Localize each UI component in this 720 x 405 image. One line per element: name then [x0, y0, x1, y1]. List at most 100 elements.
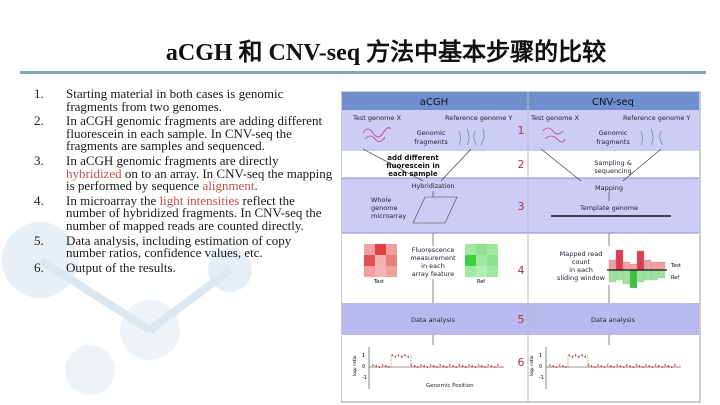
test-read-bar — [657, 261, 666, 271]
y-tick-label: -1 — [539, 375, 544, 381]
data-point — [635, 364, 638, 366]
data-point — [465, 366, 467, 368]
data-point — [549, 364, 551, 366]
ref-read-bar — [629, 269, 638, 289]
text-fragment: reflect the number of hybridized fragmen… — [66, 192, 322, 233]
label-microarray: microarray — [371, 212, 406, 220]
col-cnvseq: CNV-seq — [592, 97, 634, 108]
data-point — [562, 365, 564, 367]
label-mapped-read: count — [572, 258, 591, 266]
test-read-bar — [650, 261, 659, 271]
label-hybridization: Hybridization — [411, 182, 454, 190]
highlighted-term: alignment — [202, 178, 255, 194]
data-point — [645, 364, 647, 366]
data-point — [372, 364, 374, 366]
data-point — [610, 365, 612, 367]
text-fragment: Starting material in both cases is genom… — [66, 86, 284, 114]
label-fluorescence: Fluorescence — [412, 246, 455, 254]
data-point — [397, 354, 400, 356]
list-text: Output of the results. — [66, 261, 176, 275]
data-point — [407, 356, 409, 358]
data-point — [455, 366, 457, 368]
label-test: Test — [373, 279, 384, 285]
label-genomic-fragments: fragments — [414, 138, 448, 146]
data-point — [632, 366, 634, 368]
step-number: 2 — [518, 158, 525, 171]
data-point — [497, 364, 499, 366]
data-point — [629, 365, 631, 367]
list-number: 6. — [34, 259, 44, 275]
data-point — [394, 356, 397, 358]
test-read-bar — [636, 250, 645, 271]
label-sampling: sequencing — [594, 167, 631, 175]
label-ref-genome: Reference genome Y — [445, 114, 512, 122]
text-fragment: In aCGH genomic fragments are directly — [66, 152, 279, 168]
list-number: 4. — [34, 192, 44, 208]
header-band — [342, 92, 699, 110]
label-genomic-position: Genomic Position — [426, 383, 474, 389]
data-point — [667, 365, 670, 367]
label-fluorescence: measurement — [410, 254, 456, 262]
data-point — [452, 365, 454, 367]
data-point — [429, 364, 432, 366]
data-point — [584, 356, 586, 358]
ref-read-bar — [622, 269, 631, 285]
data-point — [449, 364, 451, 366]
text-fragment: Data analysis, including estimation of c… — [66, 232, 292, 261]
y-tick-label: -1 — [362, 375, 367, 381]
label-data-analysis: Data analysis — [411, 316, 456, 324]
data-point — [578, 356, 580, 358]
label-ref-genome: Reference genome Y — [623, 114, 690, 122]
list-number: 2. — [34, 113, 44, 129]
test-read-bar — [622, 261, 631, 271]
data-point — [481, 365, 483, 367]
y-tick-label: 1 — [539, 353, 542, 359]
data-point — [490, 365, 493, 367]
data-point — [433, 365, 435, 367]
data-point — [616, 364, 618, 366]
label-test-genome: Test genome X — [352, 114, 401, 122]
label-ref: Ref — [671, 275, 679, 281]
label-microarray: Whole — [371, 196, 391, 204]
acgh-vs-cnvseq-diagram: aCGH CNV-seq 1 2 3 4 5 6 Test genome X R… — [341, 91, 701, 403]
ref-read-bar — [650, 269, 659, 281]
data-point — [619, 365, 622, 367]
test-read-bar — [608, 259, 617, 271]
step-number: 3 — [518, 200, 525, 213]
y-tick-label: 0 — [362, 364, 365, 370]
label-ref: Ref — [477, 279, 485, 285]
segment-line — [371, 355, 504, 368]
list-item: 5.Data analysis, including estimation of… — [34, 232, 334, 261]
data-point — [648, 365, 650, 367]
list-number: 3. — [34, 152, 44, 168]
data-point — [664, 364, 666, 366]
text-fragment: In microarray the — [66, 192, 160, 208]
list-item: 4.In microarray the light intensities re… — [34, 192, 334, 233]
data-point — [375, 365, 377, 367]
ref-read-bar — [608, 269, 617, 283]
data-point — [600, 365, 602, 367]
label-test: Test — [670, 263, 681, 269]
data-point — [626, 364, 628, 366]
list-number: 1. — [34, 86, 44, 101]
data-point — [458, 364, 461, 366]
y-axis-label: log₂ ratio — [529, 355, 535, 376]
label-microarray: genome — [371, 204, 398, 212]
list-item: 3. In aCGH genomic fragments are directly… — [34, 152, 334, 194]
data-point — [581, 354, 583, 356]
text-fragment: . — [254, 178, 258, 194]
data-point — [420, 364, 422, 366]
ref-read-bar — [657, 269, 666, 279]
label-mapped-read: in each — [569, 266, 593, 274]
list-item: 1. Starting material in both cases is gen… — [34, 86, 334, 114]
ref-array-grid — [465, 244, 498, 277]
label-sampling: Sampling & — [594, 159, 632, 167]
test-read-bar — [643, 259, 652, 271]
data-point — [654, 364, 657, 366]
microarray-icon — [412, 196, 458, 224]
data-point — [401, 356, 403, 358]
test-array-grid — [364, 244, 397, 277]
data-point — [391, 354, 393, 356]
data-point — [468, 364, 470, 366]
